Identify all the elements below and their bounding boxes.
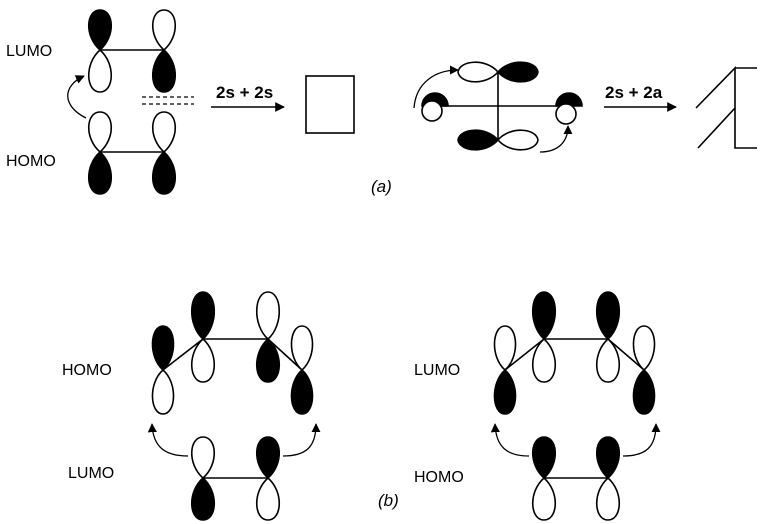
electron-flow-arrow [539,125,573,153]
p-lobe-filled [151,325,175,372]
electron-flow-arrow [490,423,530,457]
electron-flow-arrow [413,65,459,109]
panel-b-left: HOMO LUMO [62,291,321,521]
panel-a: LUMO HOMO 2s + 2s 2s + 2a [6,9,757,196]
p-lobe-filled [531,436,557,480]
electron-flow-arrow [147,423,189,457]
label-homo: HOMO [62,362,112,379]
p-lobe-filled [87,150,113,195]
p-lobe-open [555,103,577,125]
arrow-label-2s2a: 2s + 2a [605,83,663,102]
sigma-bond [504,338,545,371]
p-lobe-open [632,325,656,372]
p-lobe-filled [595,436,621,480]
p-lobe-open [190,436,216,480]
label-lumo: LUMO [68,465,114,482]
electron-flow-arrow [67,75,87,119]
p-lobe-filled [151,150,177,195]
ethylene-lumo [190,436,281,521]
p-lobe-filled [191,291,215,341]
ethylene-homo [531,436,621,521]
p-lobe-filled [151,48,177,93]
p-lobe-filled [190,476,216,521]
p-lobe-filled [532,291,556,341]
sigma-bond [607,338,645,371]
p-lobe-open [531,476,557,521]
p-lobe-open [595,476,621,521]
p-lobe-open [493,325,517,372]
p-lobe-open [151,368,175,415]
p-lobe-filled [632,368,656,415]
p-lobe-open [596,337,620,383]
p-lobe-open [532,337,556,383]
p-lobe-open [87,111,113,154]
p-lobe-open [191,337,215,383]
p-lobe-open [151,111,177,154]
p-lobe-open [421,100,443,122]
caption-b: (b) [378,491,399,510]
hexatriene-lumo [493,291,656,415]
p-lobe-open [151,9,177,52]
sigma-bond [162,338,204,371]
label-homo: HOMO [6,153,56,170]
electron-flow-arrow [282,423,321,457]
p-lobe-open [457,61,500,83]
p-lobe-open [290,325,314,372]
p-lobe-open [255,476,281,521]
p-lobe-filled [596,291,620,341]
p-lobe-filled [457,129,500,151]
twisted-product [695,66,757,149]
p-lobe-filled [493,368,517,415]
dashed-bond-forming [142,96,194,105]
panel-b-right: LUMO HOMO [414,291,661,521]
p-lobe-filled [87,9,113,52]
p-lobe-filled [290,368,314,415]
arrow-label-2s2s: 2s + 2s [216,83,273,102]
p-lobe-open [256,291,280,341]
p-lobe-filled [255,436,281,480]
label-lumo: LUMO [414,362,460,379]
p-lobe-filled [555,92,583,107]
caption-a: (a) [371,177,392,196]
electron-flow-arrow [622,423,661,457]
p-lobe-filled [496,61,539,83]
hexatriene-homo [151,291,314,415]
p-lobe-open [496,129,539,151]
crossed-orbital-arrangement [421,61,583,151]
cyclobutane-square [305,75,355,134]
p-lobe-open [87,48,113,93]
homo-ethylene [87,111,177,195]
lumo-ethylene [87,9,177,93]
label-lumo: LUMO [6,43,52,60]
label-homo: HOMO [414,469,464,486]
p-lobe-filled [256,337,280,383]
